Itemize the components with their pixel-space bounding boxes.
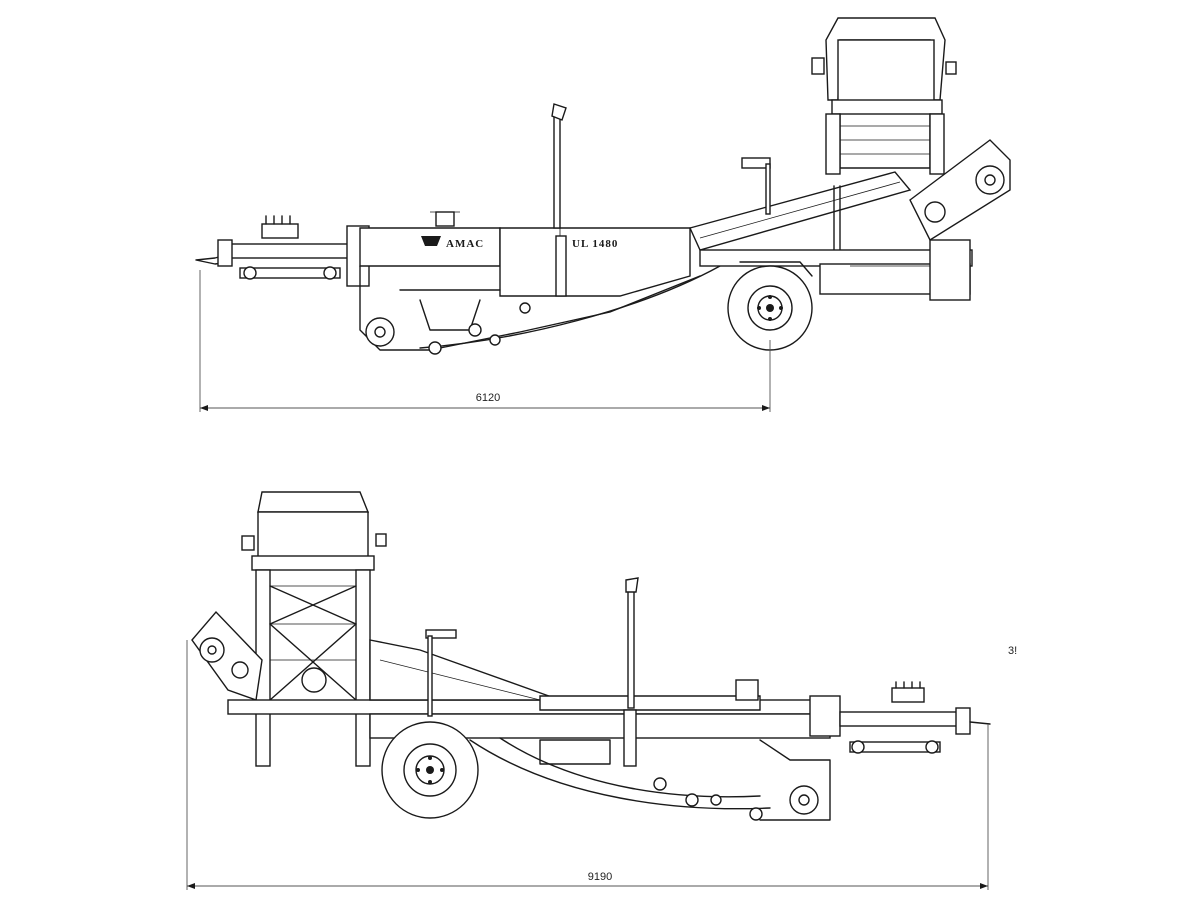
bottom-cutoff-label: 3! (1008, 645, 1017, 657)
top-wheel (727, 261, 813, 351)
top-lower-frame (359, 265, 721, 355)
top-side-discharge (909, 139, 1011, 242)
bottom-dimension-label: 9190 (588, 871, 612, 883)
bottom-side-discharge (191, 610, 263, 701)
top-dimension-label: 6120 (476, 392, 500, 404)
top-elevator (689, 157, 912, 251)
bottom-dimension: 9190 (186, 640, 989, 890)
top-cleaning-tower (811, 17, 957, 175)
top-wheel-bolts (757, 295, 783, 321)
bottom-drawbar (809, 681, 991, 754)
top-pole (551, 103, 567, 297)
bottom-cleaning-tower (241, 491, 387, 767)
top-model-label: UL 1480 (572, 238, 618, 250)
top-brand-label: AMAC (446, 238, 484, 250)
bottom-wheel-bolts (416, 756, 444, 784)
bottom-machine-view: 3! (191, 491, 1017, 821)
bottom-wheel (381, 721, 479, 819)
top-machine-view: AMAC UL 1480 (195, 17, 1011, 355)
bottom-pole (623, 577, 639, 767)
top-main-body: AMAC UL 1480 (346, 211, 691, 297)
top-drawbar (195, 215, 351, 280)
bottom-lower-frame (469, 737, 831, 821)
top-dimension: 6120 (199, 270, 771, 412)
